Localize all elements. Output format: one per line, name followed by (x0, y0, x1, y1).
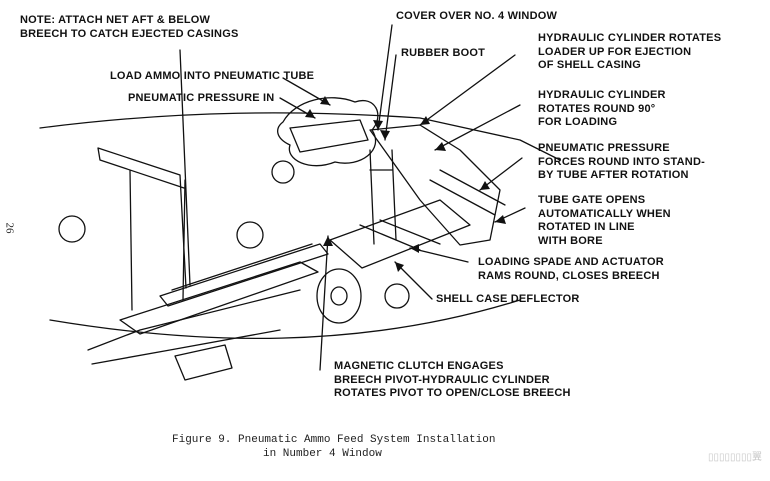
clutch-line-2: BREECH PIVOT-HYDRAULIC CYLINDER (334, 373, 550, 386)
clutch-line-1: MAGNETIC CLUTCH ENGAGES (334, 360, 504, 372)
rubber-boot-label: RUBBER BOOT (401, 47, 486, 59)
arrow-load-ammo (320, 96, 330, 105)
deflector-label: SHELL CASE DEFLECTOR (436, 293, 580, 305)
pneumatic-in-label: PNEUMATIC PRESSURE IN (128, 92, 275, 104)
window-mid (236, 221, 264, 249)
figure-caption: Figure 9. Pneumatic Ammo Feed System Ins… (172, 433, 495, 461)
pneumatic-standby-line-1: PNEUMATIC PRESSURE (538, 142, 670, 154)
arrow-gate (495, 215, 506, 224)
hyd-eject-line-1: HYDRAULIC CYLINDER ROTATES (538, 32, 722, 44)
leader-hyd-rotate (434, 104, 521, 151)
gun-barrel-lower (171, 243, 313, 291)
note-line-1: NOTE: ATTACH NET AFT & BELOW (20, 14, 211, 26)
arrow-hyd-rotate (435, 142, 446, 151)
arrow-cover (373, 120, 383, 130)
pneumatic-tube (289, 119, 369, 153)
hyd-rotate-line-3: FOR LOADING (538, 116, 618, 128)
arrow-clutch (323, 236, 333, 246)
mount-frame (97, 147, 187, 311)
page-number: 26 (3, 222, 16, 234)
arrow-hyd-eject (420, 116, 430, 125)
tube-gate-label: TUBE GATE OPENS AUTOMATICALLY WHEN ROTAT… (538, 194, 671, 248)
caption-line-2: in Number 4 Window (263, 448, 382, 460)
wheel-hub (330, 286, 348, 306)
caption-line-1: Figure 9. Pneumatic Ammo Feed System Ins… (172, 434, 496, 446)
loader-arm (369, 124, 501, 246)
window-right (271, 160, 295, 184)
leader-hyd-eject (419, 54, 516, 126)
leader-spade (409, 247, 469, 263)
breech-detail (359, 219, 441, 251)
tube-gate-line-1: TUBE GATE OPENS (538, 194, 646, 206)
loading-spade-line-1: LOADING SPADE AND ACTUATOR (478, 256, 664, 268)
pneumatic-standby-label: PNEUMATIC PRESSURE FORCES ROUND INTO STA… (538, 142, 705, 183)
hyd-rotate-line-1: HYDRAULIC CYLINDER (538, 89, 666, 101)
hyd-eject-line-2: LOADER UP FOR EJECTION (538, 45, 692, 58)
gun-barrel-mid (159, 243, 329, 307)
standby-tube (429, 169, 506, 216)
cover-window-label: COVER OVER NO. 4 WINDOW (396, 10, 558, 22)
hyd-rotate-label: HYDRAULIC CYLINDER ROTATES ROUND 90° FOR… (538, 89, 666, 130)
cylinder-body (174, 344, 233, 381)
leader-cover (377, 24, 393, 131)
tube-gate-line-2: AUTOMATICALLY WHEN (538, 207, 671, 220)
loading-spade-line-2: RAMS ROUND, CLOSES BREECH (478, 269, 660, 282)
hyd-eject-label: HYDRAULIC CYLINDER ROTATES LOADER UP FOR… (538, 32, 721, 73)
arrow-pressure (305, 109, 315, 118)
loading-spade-label: LOADING SPADE AND ACTUATOR RAMS ROUND, C… (478, 256, 664, 283)
pressure-cloud (277, 97, 379, 167)
tube-gate-line-3: ROTATED IN LINE (538, 221, 635, 233)
gun-barrel-upper (119, 261, 319, 335)
breech-block (329, 199, 471, 269)
arrow-standby (480, 181, 490, 190)
arrow-spade (410, 244, 419, 253)
leader-note (179, 49, 191, 286)
carriage (87, 289, 301, 365)
tube-gate-line-4: WITH BORE (538, 234, 603, 247)
clutch-line-3: ROTATES PIVOT TO OPEN/CLOSE BREECH (334, 387, 571, 399)
hyd-eject-line-3: OF SHELL CASING (538, 59, 642, 71)
note-label: NOTE: ATTACH NET AFT & BELOW BREECH TO C… (20, 14, 238, 41)
fuselage-outline (39, 112, 561, 161)
arrow-boot (380, 130, 390, 140)
window-lower (384, 283, 410, 309)
clutch-label: MAGNETIC CLUTCH ENGAGES BREECH PIVOT-HYD… (334, 360, 571, 401)
note-line-2: BREECH TO CATCH EJECTED CASINGS (20, 27, 239, 40)
leader-boot (384, 54, 397, 141)
watermark: ▯▯▯▯▯▯▯▯翼 (707, 452, 762, 463)
window-left (58, 215, 86, 243)
vertical-frame (369, 149, 397, 245)
leader-load-ammo (282, 77, 331, 106)
pneumatic-standby-line-2: FORCES ROUND INTO STAND- (538, 155, 705, 168)
fuselage-lower (49, 299, 521, 340)
hyd-rotate-line-2: ROTATES ROUND 90° (538, 102, 656, 115)
wheel (316, 268, 362, 324)
support-post (182, 179, 186, 301)
leader-clutch (319, 235, 329, 371)
arrow-deflector (395, 262, 404, 272)
load-ammo-label: LOAD AMMO INTO PNEUMATIC TUBE (110, 70, 315, 82)
pneumatic-standby-line-3: BY TUBE AFTER ROTATION (538, 169, 689, 181)
